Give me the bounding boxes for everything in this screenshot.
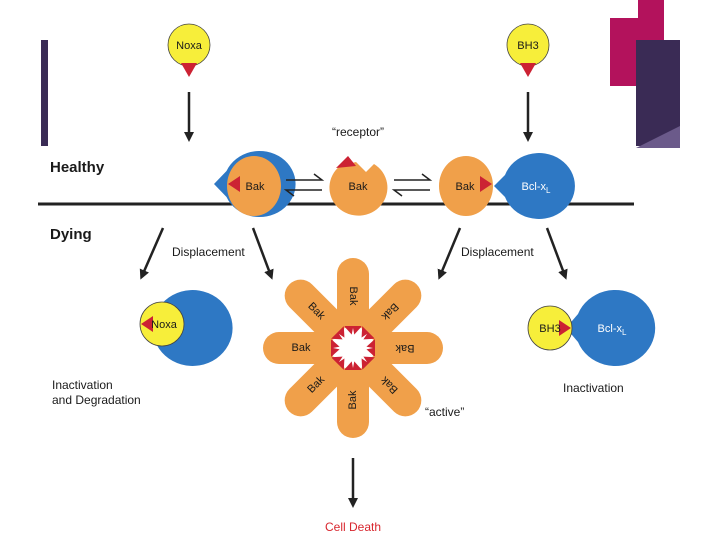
equilibrium-arrows-left [283, 173, 325, 197]
noxa-top-label: Noxa [176, 40, 203, 52]
oligomer-petal-label: Bak [347, 287, 359, 306]
oligomer-petal-label: Bak [395, 342, 414, 354]
bclxl-complex-base: Bcl-x [598, 323, 623, 335]
mcl1-noxa-complex: Mcl-1 Noxa [94, 290, 233, 367]
left-outcome-line2: and Degradation [52, 393, 141, 407]
bak-left-label: Bak [246, 181, 265, 193]
bclxl-complex-label: Bcl-xL [598, 323, 627, 337]
bclxl-complex-sub: L [622, 328, 627, 337]
bclxl-protein: Bcl-xL [494, 153, 575, 220]
left-outcome-line1: Inactivation [52, 378, 113, 392]
bh3-ligand-top: BH3 [506, 23, 550, 77]
displacement-left-label: Displacement [172, 245, 245, 259]
oligomer-petal-label: Bak [292, 342, 311, 354]
arrow-to-right-complex [545, 227, 568, 280]
active-label: “active” [425, 405, 464, 419]
right-outcome-label: Inactivation [563, 381, 624, 395]
mcl1-complex-label: Mcl-1 [94, 319, 121, 331]
cell-death-label: Cell Death [325, 520, 381, 534]
bak-right-healthy: Bak [439, 156, 493, 216]
mcl1-label: Mcl-1 [174, 179, 201, 191]
bak-center-label: Bak [349, 181, 368, 193]
oligomer-petal-2: Bak [361, 279, 422, 340]
noxa-complex-label: Noxa [151, 319, 178, 331]
bclxl-label-base: Bcl-x [522, 181, 547, 193]
oligomer-petal-4: Bak [361, 356, 422, 417]
healthy-label: Healthy [50, 159, 105, 176]
bak-right-label: Bak [456, 181, 475, 193]
bh3-bclxl-complex: BH3 Bcl-xL [527, 289, 656, 366]
oligomer-petal-5: Bak [337, 360, 369, 438]
bak-left-healthy: Bak [227, 156, 281, 216]
oligomer-petal-label: Bak [347, 390, 359, 409]
right-accent-bar-purple [636, 40, 680, 146]
bh3-top-label: BH3 [517, 40, 538, 52]
dying-label: Dying [50, 226, 92, 243]
noxa-ligand-top: Noxa [167, 23, 211, 77]
left-accent-bar [41, 40, 48, 146]
arrow-to-oligomer-right [437, 227, 462, 280]
bclxl-label-sub: L [546, 186, 551, 195]
bak-center-receptor: Bak [329, 156, 388, 216]
right-accent-bar-white-notch [610, 0, 638, 18]
arrow-to-left-complex [139, 227, 165, 280]
equilibrium-arrows-right [391, 173, 433, 197]
receptor-label: “receptor” [332, 125, 384, 139]
bclxl-label: Bcl-xL [522, 181, 551, 195]
oligomer-center-star [333, 328, 373, 368]
displacement-right-label: Displacement [461, 245, 534, 259]
arrow-to-oligomer-left [251, 227, 274, 280]
bh3-complex-label: BH3 [539, 323, 560, 335]
